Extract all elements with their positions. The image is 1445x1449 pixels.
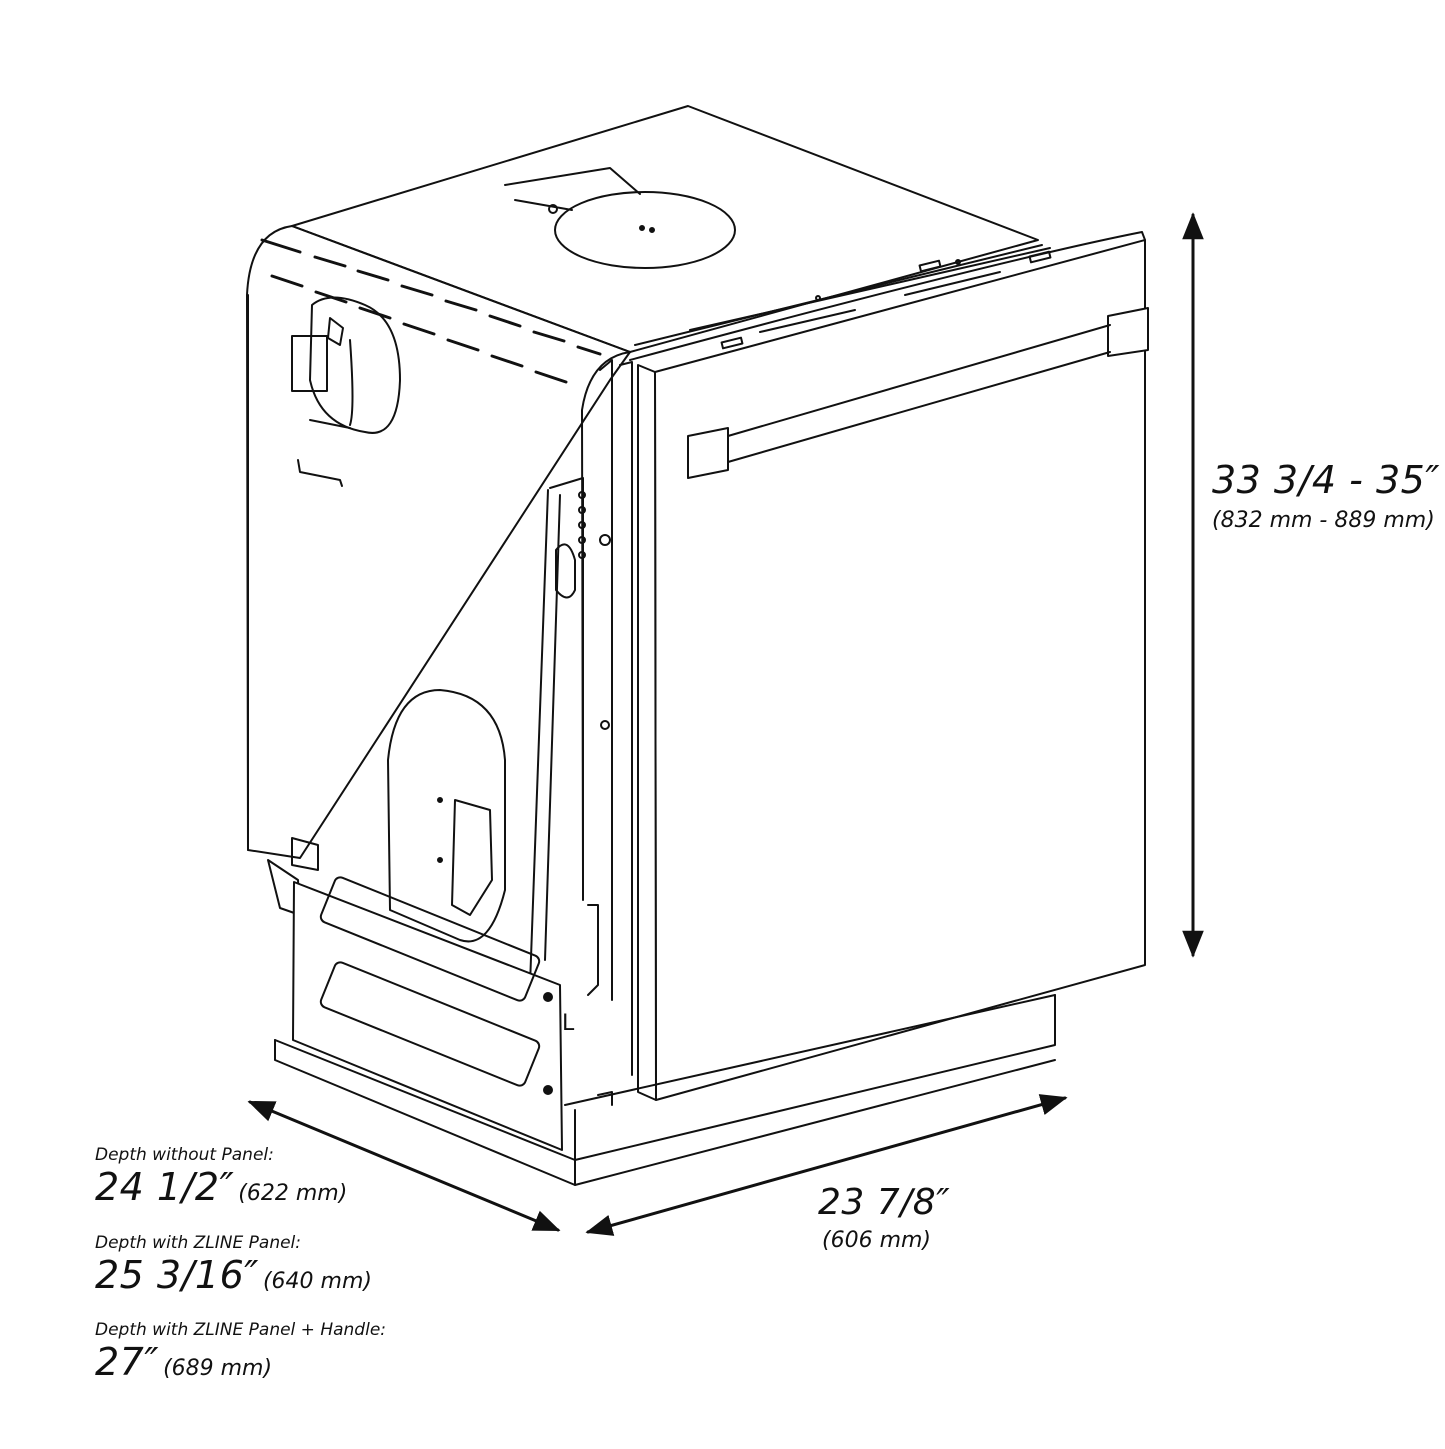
toe-kick-plate xyxy=(292,881,563,1151)
side-marking-letter: L xyxy=(562,1011,575,1036)
left-foot-bracket xyxy=(291,837,319,871)
depth-with-panel-handle-metric: (689 mm) xyxy=(163,1356,273,1381)
door-hinge-frame xyxy=(529,359,633,1076)
cabinet-body xyxy=(246,105,1039,943)
door-handle xyxy=(687,307,1149,479)
door-front-face xyxy=(654,239,1146,1101)
side-vent-panel xyxy=(291,296,401,434)
top-spray-arm xyxy=(504,167,736,269)
door-edge xyxy=(637,364,657,1101)
width-arrow xyxy=(585,1094,1068,1236)
side-bracket xyxy=(297,459,343,487)
depth-with-panel: Depth with ZLINE Panel: 25 3/16″(640 mm) xyxy=(95,1233,372,1297)
control-strip xyxy=(634,244,1052,350)
height-metric-label: (832 mm - 889 mm) xyxy=(1212,508,1435,533)
hinge-screws xyxy=(578,491,611,730)
depth-without-panel: Depth without Panel: 24 1/2″(622 mm) xyxy=(95,1145,347,1209)
depth-without-panel-caption: Depth without Panel: xyxy=(95,1145,274,1165)
width-metric-label: (606 mm) xyxy=(822,1228,932,1253)
depth-with-panel-handle: Depth with ZLINE Panel + Handle: 27″(689… xyxy=(95,1320,386,1384)
door-panel xyxy=(629,231,1149,1101)
depth-with-panel-caption: Depth with ZLINE Panel: xyxy=(95,1233,302,1253)
depth-with-panel-handle-imperial: 27″ xyxy=(95,1340,160,1384)
depth-with-panel-metric: (640 mm) xyxy=(262,1269,372,1294)
depth-with-panel-handle-caption: Depth with ZLINE Panel + Handle: xyxy=(95,1320,387,1340)
insulation-dashes xyxy=(260,238,602,384)
cabinet-side-face xyxy=(246,225,631,859)
depth-without-panel-metric: (622 mm) xyxy=(238,1181,348,1206)
depth-with-panel-imperial: 25 3/16″ xyxy=(95,1253,259,1297)
height-imperial-label: 33 3/4 - 35″ xyxy=(1212,458,1441,502)
width-imperial-label: 23 7/8″ xyxy=(818,1182,951,1223)
depth-without-panel-imperial: 24 1/2″ xyxy=(95,1165,235,1209)
side-access-panel xyxy=(387,689,506,943)
depth-arrow xyxy=(247,1100,561,1232)
